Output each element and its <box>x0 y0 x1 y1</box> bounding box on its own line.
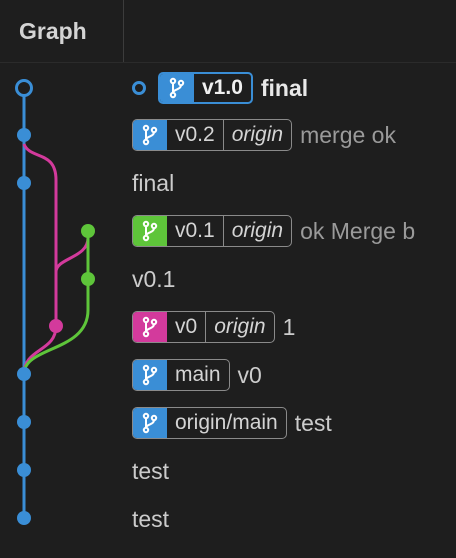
ref-remote: origin <box>222 120 291 150</box>
commit-graph <box>15 79 95 525</box>
commit-node <box>49 319 63 333</box>
commit-node-head <box>15 79 33 97</box>
ref-name: v0 <box>175 315 198 338</box>
commit-message: test <box>294 409 332 436</box>
commit-node <box>81 224 95 238</box>
ref-name: main <box>175 363 221 386</box>
commit-message: 1 <box>282 313 296 340</box>
commit-node <box>17 367 31 381</box>
ref-name: v0.2 <box>175 123 215 146</box>
commit-message: merge ok <box>300 121 396 148</box>
commit-row[interactable]: origin/main test <box>132 405 332 441</box>
commit-row[interactable]: test <box>132 501 169 537</box>
commit-message: test <box>132 505 170 532</box>
head-indicator-icon <box>132 81 146 95</box>
branch-icon <box>160 74 194 102</box>
commit-row[interactable]: v0 origin 1 <box>132 309 295 345</box>
commit-row[interactable]: v0.2 origin merge ok <box>132 117 396 153</box>
commit-row[interactable]: v0.1 origin ok Merge b <box>132 213 415 249</box>
commit-message: v0.1 <box>132 265 176 292</box>
commit-message: test <box>132 457 170 484</box>
ref-badge[interactable]: main <box>132 359 230 391</box>
ref-name: v1.0 <box>202 76 243 99</box>
ref-badge[interactable]: v0 origin <box>132 311 275 343</box>
ref-remote: origin <box>222 216 291 246</box>
graph-edge-green-to-main <box>22 309 90 375</box>
graph-header: Graph <box>0 0 456 63</box>
commit-node <box>17 463 31 477</box>
commit-node <box>17 511 31 525</box>
commit-node <box>81 272 95 286</box>
graph-column-header[interactable]: Graph <box>0 0 124 62</box>
commit-row[interactable]: main v0 <box>132 357 262 393</box>
commit-message: v0 <box>237 361 262 388</box>
ref-badge[interactable]: v1.0 <box>158 72 253 104</box>
commit-row[interactable]: v1.0 final <box>132 70 308 106</box>
commit-message: final <box>260 74 309 101</box>
branch-icon <box>133 216 167 246</box>
branch-icon <box>133 312 167 342</box>
graph-lane-magenta <box>22 143 58 326</box>
branch-icon <box>133 120 167 150</box>
graph-edge-magenta-to-green <box>54 237 90 273</box>
commit-row[interactable]: v0.1 <box>132 261 175 297</box>
commit-row[interactable]: test <box>132 453 169 489</box>
ref-name: origin/main <box>175 411 278 434</box>
commit-message: final <box>132 169 175 196</box>
ref-badge[interactable]: v0.1 origin <box>132 215 293 247</box>
branch-icon <box>133 408 167 438</box>
ref-remote: origin <box>205 312 273 342</box>
commit-row[interactable]: final <box>132 165 174 201</box>
branch-icon <box>133 360 167 390</box>
ref-name: v0.1 <box>175 219 215 242</box>
commit-node <box>17 415 31 429</box>
ref-badge[interactable]: v0.2 origin <box>132 119 293 151</box>
ref-badge[interactable]: origin/main <box>132 407 287 439</box>
commit-message: ok Merge b <box>300 217 416 244</box>
commit-node <box>17 176 31 190</box>
commit-node <box>17 128 31 142</box>
